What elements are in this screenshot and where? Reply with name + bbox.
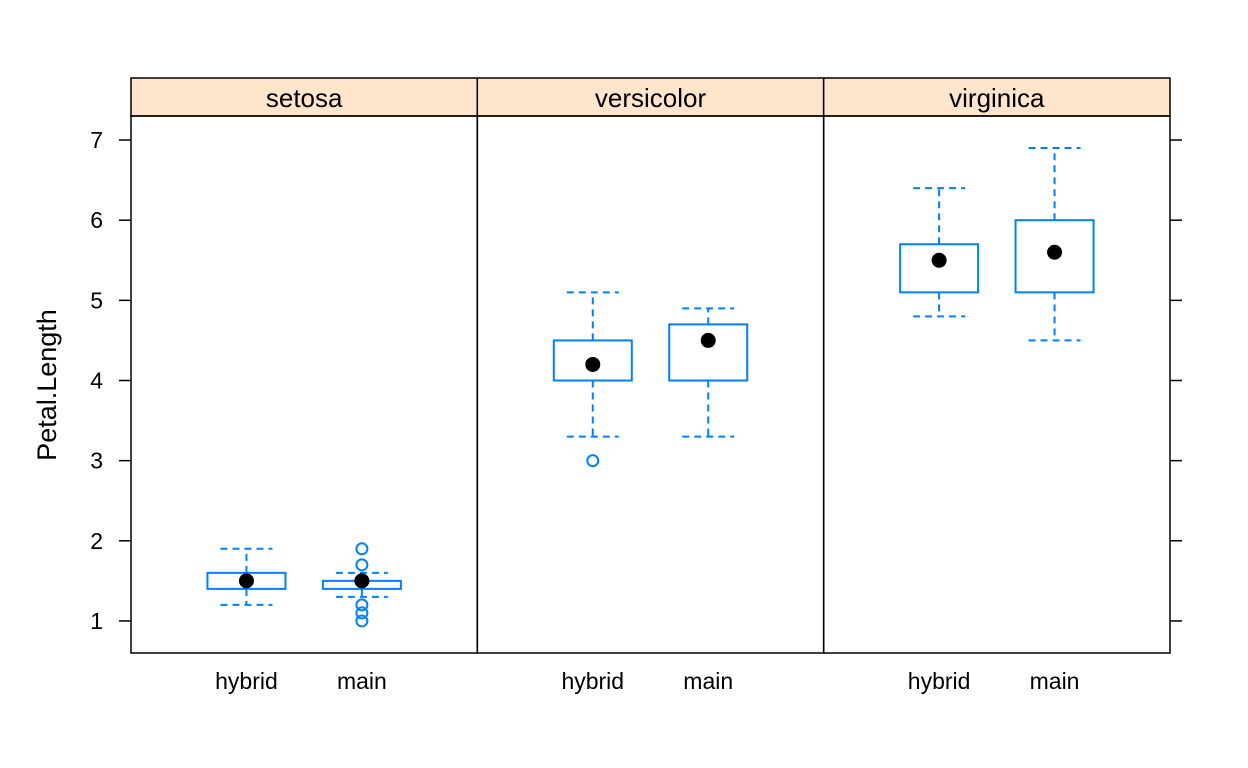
y-tick-label: 3 — [90, 448, 103, 474]
outlier-point — [355, 558, 369, 572]
y-tick-label: 5 — [90, 287, 103, 313]
median-dot — [585, 356, 601, 372]
iqr-box — [206, 571, 287, 590]
y-tick-label: 4 — [90, 367, 103, 393]
axes-group: hybrid main hybrid main hybrid main 1 2 3 4 5 6 7 — [90, 127, 1182, 694]
outlier-point — [355, 542, 369, 556]
panel-frame — [130, 115, 479, 654]
boxplot-main — [668, 307, 749, 438]
boxplot-main — [1014, 147, 1095, 342]
outlier-point — [355, 614, 369, 628]
iqr-box — [552, 339, 633, 382]
strip-background — [822, 77, 1171, 117]
panel-setosa: setosa — [130, 77, 479, 654]
outlier-point — [586, 454, 600, 468]
panel-frame — [822, 115, 1171, 654]
strip-label: virginica — [949, 83, 1045, 113]
outlier-point — [355, 598, 369, 612]
y-tick-label: 1 — [90, 608, 103, 634]
median-dot — [354, 573, 370, 589]
strip-label: versicolor — [595, 83, 707, 113]
iqr-box — [1014, 219, 1095, 294]
median-dot — [700, 332, 716, 348]
y-tick-label: 6 — [90, 207, 103, 233]
boxplot-hybrid — [552, 291, 633, 468]
outlier-point — [355, 606, 369, 620]
strip-background — [476, 77, 825, 117]
median-dot — [931, 252, 947, 268]
panels-group: setosa versicolor virginica — [130, 77, 1171, 654]
x-tick-label: main — [1030, 668, 1080, 694]
x-tick-label: main — [337, 668, 387, 694]
x-tick-label: hybrid — [908, 668, 971, 694]
boxplot-hybrid — [899, 187, 980, 318]
x-tick-label: hybrid — [561, 668, 624, 694]
panel-frame — [476, 115, 825, 654]
x-tick-label: main — [683, 668, 733, 694]
panel-versicolor: versicolor — [476, 77, 825, 654]
median-dot — [1047, 244, 1063, 260]
x-tick-label: hybrid — [215, 668, 278, 694]
strip-label: setosa — [266, 83, 343, 113]
y-tick-label: 7 — [90, 127, 103, 153]
panel-virginica: virginica — [822, 77, 1171, 654]
boxplot-hybrid — [206, 547, 287, 606]
boxplot-main — [321, 542, 402, 628]
y-tick-label: 2 — [90, 528, 103, 554]
median-dot — [238, 573, 254, 589]
strip-background — [130, 77, 479, 117]
y-axis-label: Petal.Length — [32, 309, 62, 461]
iqr-box — [668, 323, 749, 382]
iqr-box — [899, 243, 980, 294]
